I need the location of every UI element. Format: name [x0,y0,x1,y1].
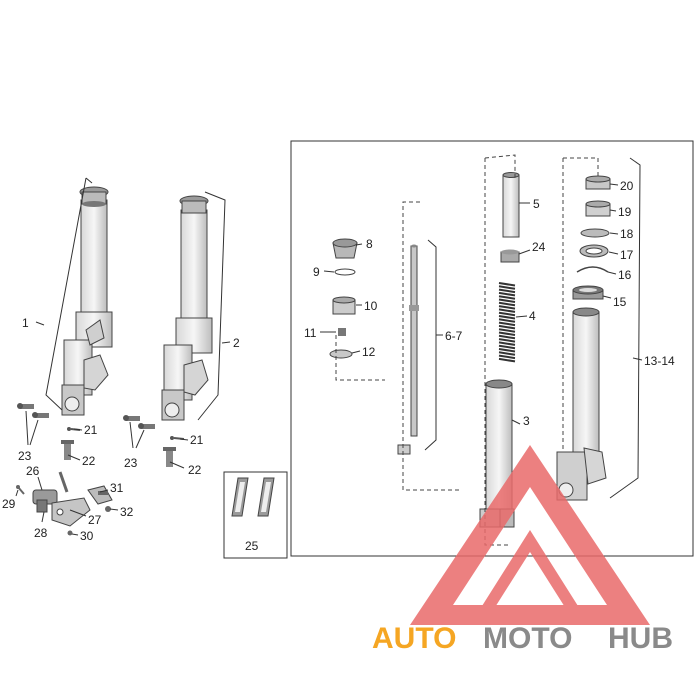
label-15: 15 [613,295,627,309]
washer-12 [329,349,353,359]
label-3: 3 [523,414,530,428]
watermark-text-moto: MOTO [483,622,572,655]
seal-17 [579,244,609,258]
label-16: 16 [618,268,632,282]
label-26: 26 [26,464,40,478]
detail-box [290,140,694,557]
label-31: 31 [110,481,124,495]
label-1: 1 [22,316,29,330]
label-5: 5 [533,197,540,211]
label-29: 29 [2,497,16,511]
label-23-left: 23 [18,449,32,463]
spacer-24 [500,249,520,263]
bolts-23-right [123,415,155,429]
bush-19 [585,200,611,217]
clip-16 [576,266,609,273]
label-9: 9 [313,265,320,279]
label-13-14: 13-14 [644,354,675,368]
pin-22-left [61,440,74,460]
fork-leg-2 [161,195,213,421]
label-27: 27 [88,513,102,527]
label-19: 19 [618,205,632,219]
bracket-2 [197,191,226,421]
label-21-left: 21 [84,423,98,437]
bracket-1 [45,177,93,411]
bush-10 [332,296,356,315]
label-10: 10 [364,299,378,313]
label-4: 4 [529,309,536,323]
tube-5 [502,172,520,238]
abs-sensor-group [16,471,113,536]
label-6-7: 6-7 [445,329,463,343]
label-30: 30 [80,529,94,543]
label-18: 18 [620,227,634,241]
bush-20 [585,175,611,190]
fork-leg-1 [61,186,113,416]
ring-9 [334,268,356,276]
watermark-logo [410,445,650,625]
label-12: 12 [362,345,376,359]
label-22-right: 22 [188,463,202,477]
seal-15 [572,285,604,300]
rod-6-7 [397,244,419,455]
label-24: 24 [532,240,546,254]
washer-18 [580,228,610,238]
pads-25 [231,477,275,517]
cap-8 [332,238,358,259]
bolts-23-left [17,403,49,418]
label-20: 20 [620,179,634,193]
label-17: 17 [620,248,634,262]
label-23-right: 23 [124,456,138,470]
bolt-21-left [67,427,81,431]
watermark-text-hub: HUB [608,622,673,655]
spring-4 [498,282,516,363]
label-2: 2 [233,336,240,350]
label-22-left: 22 [82,454,96,468]
label-21-right: 21 [190,433,204,447]
label-11: 11 [304,326,317,340]
fork-outer-13-14 [556,307,607,501]
label-25: 25 [245,539,259,553]
pin-22-right [163,447,176,467]
label-32: 32 [120,505,134,519]
label-28: 28 [34,526,48,540]
label-8: 8 [366,237,373,251]
nut-11 [338,328,346,336]
watermark-text-auto: AUTO [372,622,456,655]
